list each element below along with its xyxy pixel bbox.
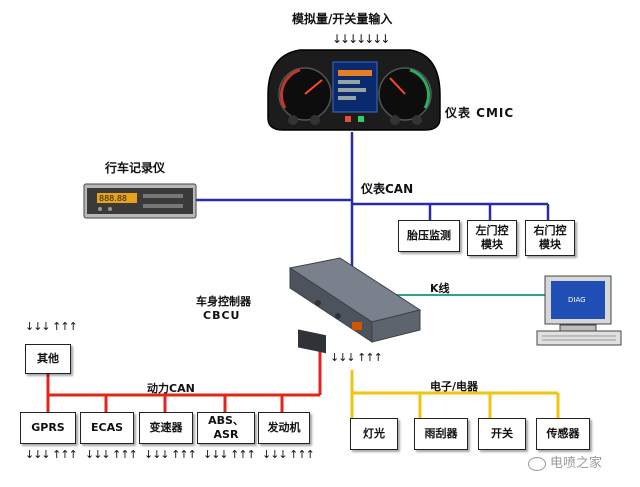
wechat-icon bbox=[528, 456, 546, 471]
cbcu-label-line1: 车身控制器 bbox=[196, 295, 251, 308]
diagnostic-computer-illustration: DIAG bbox=[536, 275, 622, 346]
instrument-module-label: 模块 bbox=[481, 238, 503, 251]
power-module-engine: 发动机 bbox=[258, 412, 310, 444]
power-module-gprs: GPRS bbox=[20, 412, 76, 444]
power-can-label: 动力CAN bbox=[147, 382, 195, 395]
k-line-label: K线 bbox=[430, 282, 450, 295]
electrical-module-label: 开关 bbox=[491, 427, 513, 440]
power-module-io-arrows: ↓↓↓ ↑↑↑ bbox=[203, 448, 256, 461]
other-box-label: 其他 bbox=[37, 352, 59, 365]
power-module-label: ECAS bbox=[90, 421, 124, 434]
instrument-module-label: 胎压监测 bbox=[407, 229, 451, 242]
power-module-label: GPRS bbox=[31, 421, 65, 434]
electrical-bus bbox=[350, 370, 560, 418]
analog-switch-input-label: 模拟量/开关量输入 bbox=[292, 12, 393, 26]
instrument-module-label: 左门控 bbox=[475, 224, 509, 237]
power-module-label: 发动机 bbox=[267, 421, 301, 434]
power-module-io-arrows: ↓↓↓ ↑↑↑ bbox=[144, 448, 197, 461]
power-module-abs-asr: ABS、ASR bbox=[197, 412, 255, 444]
instrument-module-right-door: 右门控 模块 bbox=[525, 220, 575, 256]
instrument-cluster-illustration bbox=[267, 49, 441, 131]
electrical-module-wiper: 雨刮器 bbox=[414, 418, 468, 450]
cbcu-label-line2: CBCU bbox=[203, 309, 241, 322]
instrument-can-label: 仪表CAN bbox=[361, 182, 414, 196]
power-module-io-arrows: ↓↓↓ ↑↑↑ bbox=[85, 448, 138, 461]
cbcu-controller-illustration bbox=[288, 257, 422, 354]
instrument-module-label: 右门控 bbox=[533, 224, 567, 237]
electrical-label: 电子/电器 bbox=[430, 380, 479, 393]
watermark-text: 电喷之家 bbox=[550, 456, 603, 471]
power-can-bus bbox=[46, 340, 322, 412]
instrument-can-bus bbox=[195, 132, 550, 268]
tachograph-illustration: 888.88 bbox=[83, 183, 197, 219]
electrical-module-label: 灯光 bbox=[363, 427, 385, 440]
watermark: 电喷之家 bbox=[528, 452, 602, 471]
power-module-transmission: 变速器 bbox=[139, 412, 193, 444]
analog-input-arrows: ↓↓↓↓↓↓↓ bbox=[332, 32, 390, 46]
power-module-ecas: ECAS bbox=[80, 412, 134, 444]
power-module-io-arrows: ↓↓↓ ↑↑↑ bbox=[25, 448, 78, 461]
other-io-arrows: ↓↓↓ ↑↑↑ bbox=[25, 320, 78, 333]
electrical-module-lights: 灯光 bbox=[350, 418, 398, 450]
electrical-module-switch: 开关 bbox=[478, 418, 526, 450]
instrument-module-left-door: 左门控 模块 bbox=[467, 220, 517, 256]
instrument-module-tire-pressure: 胎压监测 bbox=[398, 220, 460, 252]
electrical-module-sensor: 传感器 bbox=[536, 418, 590, 450]
tachograph-display-text: 888.88 bbox=[99, 194, 127, 203]
other-box: 其他 bbox=[25, 344, 71, 374]
power-module-label: 变速器 bbox=[149, 421, 183, 434]
electrical-module-label: 传感器 bbox=[546, 427, 580, 440]
computer-screen-text: DIAG bbox=[568, 296, 586, 304]
instrument-module-label: 模块 bbox=[539, 238, 561, 251]
power-module-label: ABS、ASR bbox=[208, 414, 244, 441]
power-module-io-arrows: ↓↓↓ ↑↑↑ bbox=[262, 448, 315, 461]
cbcu-io-arrows: ↓↓↓ ↑↑↑ bbox=[330, 351, 383, 364]
cmic-label: 仪表 CMIC bbox=[445, 106, 515, 120]
electrical-module-label: 雨刮器 bbox=[424, 427, 458, 440]
tachograph-label: 行车记录仪 bbox=[105, 161, 166, 175]
